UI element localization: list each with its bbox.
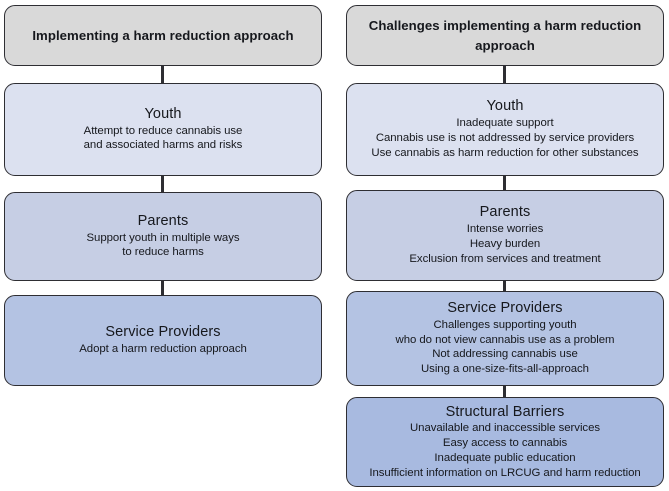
right-node-youth: Youth Inadequate support Cannabis use is… [346,83,664,176]
right-node-parents-line-1: Intense worries [466,223,544,236]
right-column-header-label: Challenges implementing a harm reduction… [368,17,642,53]
right-node-structural-barriers-line-3: Inadequate public education [434,451,576,464]
right-node-service-providers-line-2: who do not view cannabis use as a proble… [395,333,615,346]
right-node-youth-line-3: Use cannabis as harm reduction for other… [371,146,639,159]
right-node-structural-barriers-line-1: Unavailable and inaccessible services [410,422,600,435]
left-node-service-providers-lines: Adopt a harm reduction approach [79,342,247,357]
left-node-youth-line-1: Attempt to reduce cannabis use [83,124,243,137]
left-column-header-label: Implementing a harm reduction approach [32,27,294,43]
right-node-parents-title: Parents [479,204,531,221]
right-node-service-providers-line-3: Not addressing cannabis use [432,348,578,361]
connector-right-parents-to-service-providers [503,279,506,293]
left-node-parents-title: Parents [137,212,189,229]
left-node-youth-title: Youth [144,105,182,122]
right-node-structural-barriers: Structural Barriers Unavailable and inac… [346,397,664,487]
connector-left-parents-to-service-providers [161,279,164,297]
left-node-service-providers: Service Providers Adopt a harm reduction… [4,295,322,386]
right-column-header-box: Challenges implementing a harm reduction… [346,5,664,66]
left-node-youth-line-2: and associated harms and risks [83,139,243,152]
left-node-service-providers-title: Service Providers [105,324,221,341]
right-node-structural-barriers-lines: Unavailable and inaccessible services Ea… [369,421,640,480]
connector-left-header-to-youth [161,64,164,85]
right-node-structural-barriers-title: Structural Barriers [445,403,565,420]
right-node-service-providers-lines: Challenges supporting youth who do not v… [396,318,615,377]
right-node-parents-line-3: Exclusion from services and treatment [409,252,601,265]
right-node-youth-lines: Inadequate support Cannabis use is not a… [371,116,638,160]
left-node-parents: Parents Support youth in multiple ways t… [4,192,322,281]
right-node-structural-barriers-line-2: Easy access to cannabis [442,437,568,450]
connector-right-service-providers-to-structural-barriers [503,384,506,398]
right-node-service-providers-title: Service Providers [447,300,563,316]
right-node-service-providers-line-1: Challenges supporting youth [433,318,577,331]
right-node-parents: Parents Intense worries Heavy burden Exc… [346,190,664,281]
right-node-youth-title: Youth [486,98,524,115]
connector-right-header-to-youth [503,64,506,85]
right-node-service-providers: Service Providers Challenges supporting … [346,291,664,386]
left-node-parents-line-2: to reduce harms [122,246,204,259]
left-node-service-providers-line-1: Adopt a harm reduction approach [79,342,247,355]
right-node-parents-line-2: Heavy burden [469,237,541,250]
right-node-parents-lines: Intense worries Heavy burden Exclusion f… [409,222,600,266]
left-node-parents-line-1: Support youth in multiple ways [86,231,240,244]
right-node-youth-line-1: Inadequate support [456,117,554,130]
left-column-header-box: Implementing a harm reduction approach [4,5,322,66]
right-node-service-providers-line-4: Using a one-size-fits-all-approach [421,363,589,376]
left-node-parents-lines: Support youth in multiple ways to reduce… [87,231,240,261]
connector-right-youth-to-parents [503,174,506,192]
right-node-youth-line-2: Cannabis use is not addressed by service… [375,131,635,144]
connector-left-youth-to-parents [161,174,164,194]
left-node-youth: Youth Attempt to reduce cannabis use and… [4,83,322,176]
right-node-structural-barriers-line-4: Insufficient information on LRCUG and ha… [369,466,641,479]
left-node-youth-lines: Attempt to reduce cannabis use and assoc… [84,124,243,154]
